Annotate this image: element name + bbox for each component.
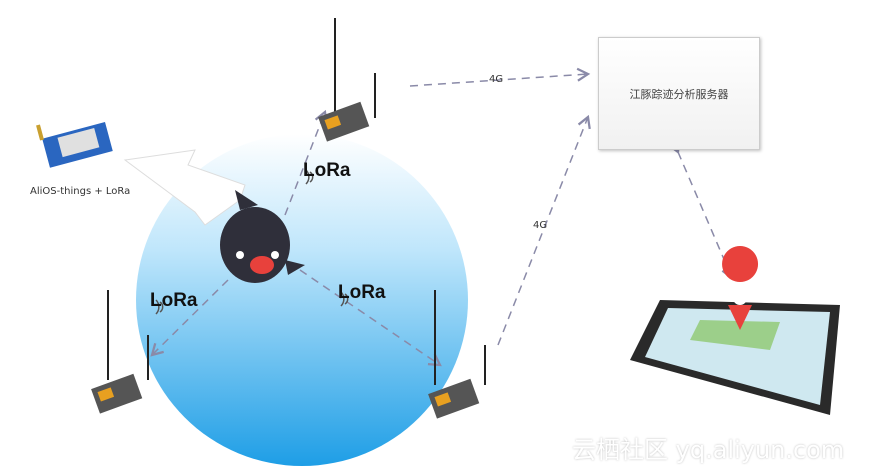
lora-label: LoRa [338, 282, 386, 303]
gateway-icon [91, 290, 149, 414]
tracking-analysis-server: 江豚踪迹分析服务器 [598, 37, 760, 150]
signal-icon [155, 299, 164, 315]
signal-icon [305, 169, 314, 185]
link-gateway-right-server [497, 114, 591, 346]
module-label: AliOS-things + LoRa [30, 186, 131, 197]
link-whale-gateway-right [299, 269, 442, 367]
link-label-4g: 4G [489, 74, 504, 85]
lora-label: LoRa [303, 160, 351, 181]
gateway-icon [428, 290, 486, 419]
link-server-tablet [667, 139, 735, 281]
finless-porpoise-mascot-icon [220, 190, 305, 283]
tablet-map-icon [630, 246, 840, 415]
link-label-4g: 4G [533, 220, 548, 231]
link-gateway-top-server [409, 67, 591, 87]
link-whale-gateway-top [284, 109, 328, 216]
upload-arrow-icon [123, 149, 246, 226]
link-whale-gateway-left [150, 279, 229, 357]
lora-module-icon [36, 121, 113, 168]
lora-coverage-area [136, 134, 468, 466]
gateway-icon [318, 18, 376, 142]
lora-label: LoRa [150, 290, 198, 311]
watermark: 云栖社区 yq.aliyun.com [572, 436, 845, 464]
server-label: 江豚踪迹分析服务器 [629, 87, 729, 101]
signal-icon [340, 291, 349, 307]
